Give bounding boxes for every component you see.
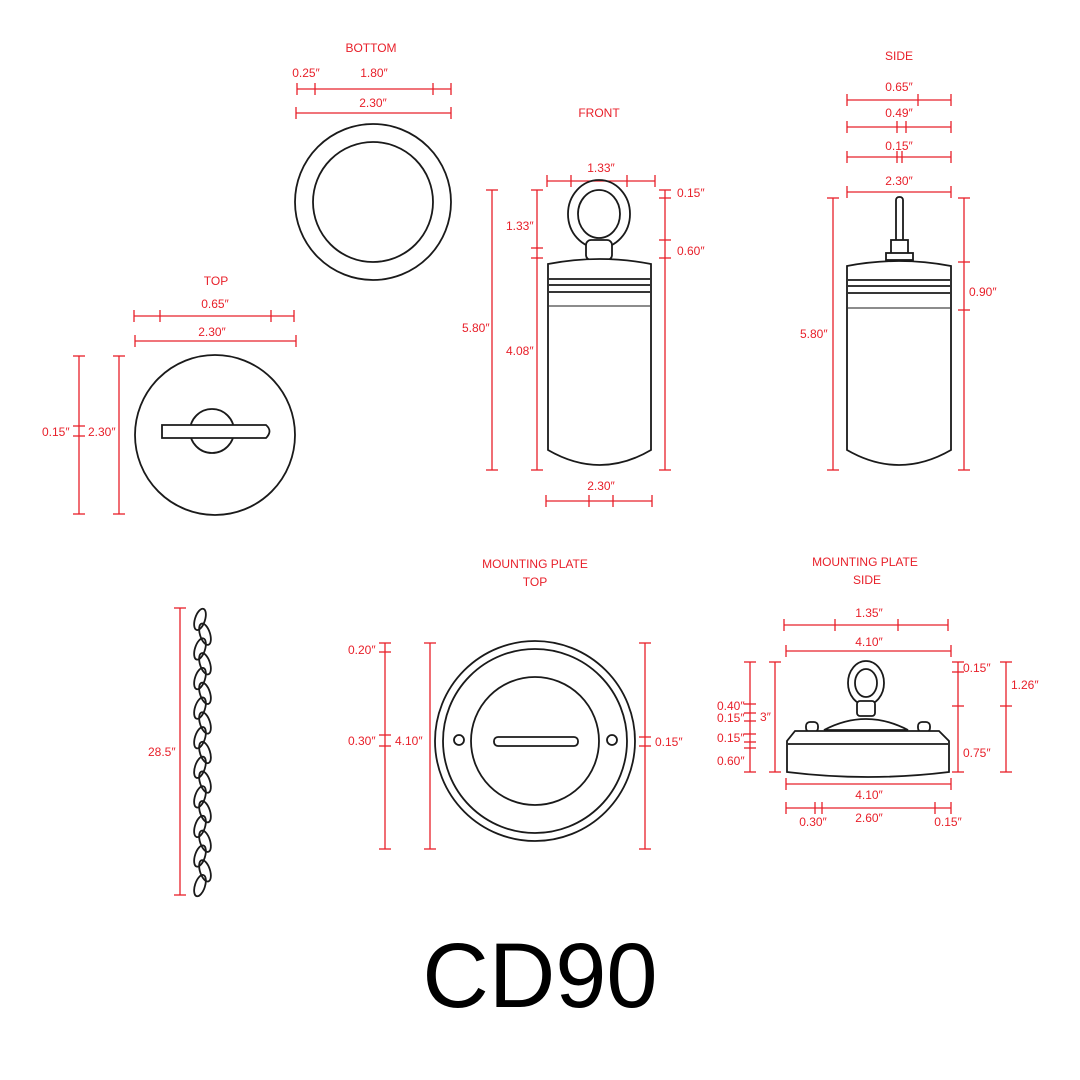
mounting-top-title-line1: MOUNTING PLATE (482, 557, 588, 571)
front-ring-collar (585, 239, 613, 261)
side-dim-a: 0.65″ (885, 80, 913, 94)
side-dim-c: 0.15″ (885, 139, 913, 153)
chain-link (198, 622, 212, 646)
mounting-top-screw-hole-right (606, 734, 618, 746)
front-dim-ring-height: 1.33″ (506, 219, 534, 233)
chain-dim-length: 28.5″ (148, 745, 176, 759)
top-body-circle (134, 354, 296, 516)
front-dim-total-height: 5.80″ (462, 321, 490, 335)
bottom-view-title: BOTTOM (345, 41, 396, 55)
bottom-dim-inner: 1.80″ (360, 66, 388, 80)
mounting-plate-top-view: MOUNTING PLATE TOP 0.20″ 0.30″ 4.10″ 0.1… (348, 557, 683, 850)
mounting-top-dim-diameter: 4.10″ (395, 734, 423, 748)
chain-link (193, 844, 207, 868)
bottom-dim-rim: 0.25″ (292, 66, 320, 80)
side-dim-total-height: 5.80″ (800, 327, 828, 341)
mounting-top-outer-circle (434, 640, 636, 842)
mounting-plate-side-view: MOUNTING PLATE SIDE 1.35″ 4.10″ 0.15″ 0.… (717, 555, 1039, 829)
chain-link (198, 681, 212, 705)
chain-link (193, 726, 207, 750)
front-view-title: FRONT (578, 106, 620, 120)
top-view: TOP 0.65″ 2.30″ 0.15″ 2.30″ (42, 274, 297, 516)
mounting-top-dim-hole: 0.30″ (348, 734, 376, 748)
chain-link (193, 755, 207, 779)
mounting-top-screw-hole-left (453, 734, 465, 746)
mounting-side-dim-plate: 0.75″ (963, 746, 991, 760)
top-dim-handle: 0.65″ (201, 297, 229, 311)
side-dim-b: 0.49″ (885, 106, 913, 120)
side-dim-cap: 0.90″ (969, 285, 997, 299)
chain-link (193, 696, 207, 720)
mounting-side-dim-ring-height: 1.26″ (1011, 678, 1039, 692)
mounting-top-inner-circle (470, 676, 600, 806)
chain-view: 28.5″ (148, 607, 212, 898)
mounting-top-title-line2: TOP (523, 575, 547, 589)
chain-link (198, 740, 212, 765)
mounting-side-dim-b: 0.15″ (717, 711, 745, 725)
side-body (846, 260, 952, 466)
front-dim-body-height: 4.08″ (506, 344, 534, 358)
chain-link (198, 711, 212, 735)
bottom-outer-circle (294, 123, 452, 281)
side-dim-width: 2.30″ (885, 174, 913, 188)
chain-link (198, 859, 212, 883)
chain-link (193, 607, 207, 631)
mounting-side-dim-width-bottom: 4.10″ (855, 788, 883, 802)
mounting-side-dim-width-top: 4.10″ (855, 635, 883, 649)
bottom-inner-circle (312, 141, 434, 263)
mounting-top-dim-slot: 0.15″ (655, 735, 683, 749)
front-view: FRONT 1.33″ 0.15″ 0.60″ 5.80″ 1.33″ 4.08… (462, 106, 705, 507)
bottom-dim-diameter: 2.30″ (359, 96, 387, 110)
mounting-side-dim-top-gap: 0.15″ (963, 661, 991, 675)
front-dim-top-gap: 0.15″ (677, 186, 705, 200)
bottom-view: BOTTOM 0.25″ 1.80″ 2.30″ (292, 41, 452, 281)
mounting-side-dim-hole-spacing: 2.60″ (855, 811, 883, 825)
side-view: SIDE 0.65″ 0.49″ 0.15″ 2.30″ 0.90″ 5.80″ (800, 49, 997, 471)
top-view-title: TOP (204, 274, 228, 288)
chain-link (193, 785, 207, 809)
side-view-title: SIDE (885, 49, 913, 63)
mounting-side-ring (847, 660, 885, 706)
chain-link (198, 829, 212, 853)
top-dim-width: 2.30″ (198, 325, 226, 339)
mounting-side-dim-ring: 1.35″ (855, 606, 883, 620)
side-hanging-ring (895, 196, 904, 243)
mounting-side-plate (786, 730, 950, 778)
chain-link (193, 666, 207, 691)
side-ring-collar (890, 239, 909, 255)
front-dim-ring: 1.33″ (587, 161, 615, 175)
mounting-side-dim-edge: 0.15″ (934, 815, 962, 829)
mounting-top-slot (493, 736, 579, 747)
chain-link (193, 814, 207, 839)
front-body (547, 258, 652, 466)
chain (193, 607, 212, 898)
mounting-side-dim-a: 0.40″ (717, 699, 745, 713)
top-dim-slot: 0.15″ (42, 425, 70, 439)
mounting-side-dim-c: 0.15″ (717, 731, 745, 745)
mounting-side-dim-d: 0.60″ (717, 754, 745, 768)
chain-link (193, 874, 207, 898)
top-handle-bar (161, 424, 271, 439)
front-dim-neck: 0.60″ (677, 244, 705, 258)
mounting-side-dim-hole-offset: 0.30″ (799, 815, 827, 829)
chain-link (193, 637, 207, 661)
mounting-side-dome (823, 718, 909, 731)
top-dim-height: 2.30″ (88, 425, 116, 439)
mounting-side-title-line2: SIDE (853, 573, 881, 587)
front-dim-width: 2.30″ (587, 479, 615, 493)
mounting-side-title-line1: MOUNTING PLATE (812, 555, 918, 569)
mounting-side-dim-total: 3″ (760, 710, 772, 724)
chain-link (198, 770, 212, 794)
model-name: CD90 (422, 925, 657, 1027)
chain-link (198, 800, 212, 824)
mounting-top-dim-rim: 0.20″ (348, 643, 376, 657)
chain-link (198, 652, 212, 676)
